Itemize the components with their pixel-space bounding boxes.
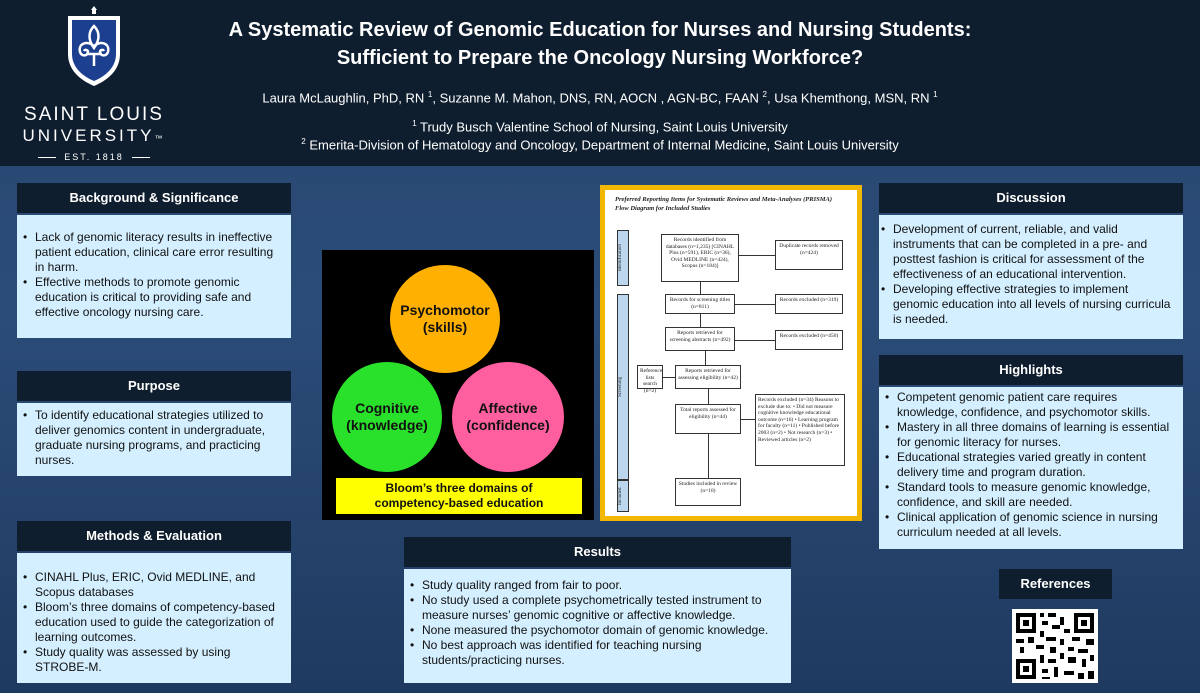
flow-connector bbox=[739, 255, 775, 256]
box-eligibility: Reports retrieved for assessing eligibil… bbox=[675, 365, 741, 389]
highlights-body: Competent genomic patient care requires … bbox=[879, 387, 1183, 549]
list-item: Developing effective strategies to imple… bbox=[881, 282, 1175, 327]
cognitive-circle: Cognitive(knowledge) bbox=[332, 362, 442, 472]
discussion-heading: Discussion bbox=[879, 183, 1183, 213]
list-item: To identify educational strategies utili… bbox=[23, 408, 281, 468]
bloom-domains-diagram: Psychomotor(skills) Cognitive(knowledge)… bbox=[322, 250, 594, 520]
stage-identification: Identification bbox=[617, 230, 629, 286]
logo-name-line1: SAINT LOUIS bbox=[24, 104, 164, 125]
box-screening-titles: Records for screening titles (n=811) bbox=[665, 294, 735, 314]
title-line2: Sufficient to Prepare the Oncology Nursi… bbox=[336, 47, 864, 69]
list-item: Clinical application of genomic science … bbox=[885, 510, 1175, 540]
references-qr-code[interactable] bbox=[1012, 609, 1098, 683]
box-excluded-3: Records excluded (n=34) Reasons to exclu… bbox=[755, 394, 845, 466]
results-body: Study quality ranged from fair to poor. … bbox=[404, 569, 791, 683]
references-heading: References bbox=[999, 569, 1112, 599]
prisma-frame: Preferred Reporting Items for Systematic… bbox=[600, 185, 862, 521]
list-item: No best approach was identified for teac… bbox=[410, 638, 783, 668]
author-3-affil: 1 bbox=[933, 90, 938, 99]
list-item: Study quality ranged from fair to poor. bbox=[410, 578, 783, 593]
methods-heading: Methods & Evaluation bbox=[17, 521, 291, 551]
flow-connector bbox=[735, 304, 775, 305]
flow-connector bbox=[708, 434, 709, 478]
author-2: , Suzanne M. Mahon, DNS, RN, AOCN , AGN-… bbox=[432, 90, 763, 106]
methods-body: CINAHL Plus, ERIC, Ovid MEDLINE, and Sco… bbox=[17, 553, 291, 683]
prisma-title: Preferred Reporting Items for Systematic… bbox=[615, 196, 833, 212]
poster-title: A Systematic Review of Genomic Education… bbox=[200, 16, 1000, 72]
purpose-heading: Purpose bbox=[17, 371, 291, 401]
psychomotor-circle: Psychomotor(skills) bbox=[390, 265, 500, 373]
list-item: Educational strategies varied greatly in… bbox=[885, 450, 1175, 480]
results-heading: Results bbox=[404, 537, 791, 567]
discussion-body: Development of current, reliable, and va… bbox=[879, 215, 1183, 339]
logo-name-line2: UNIVERSITY™ bbox=[22, 126, 166, 145]
poster-header: SAINT LOUIS UNIVERSITY™ EST. 1818 A Syst… bbox=[0, 0, 1200, 166]
affective-circle: Affective(confidence) bbox=[452, 362, 564, 472]
slu-logo: SAINT LOUIS UNIVERSITY™ EST. 1818 bbox=[14, 6, 174, 162]
author-list: Laura McLaughlin, PhD, RN 1, Suzanne M. … bbox=[200, 90, 1000, 105]
list-item: Study quality was assessed by using STRO… bbox=[23, 645, 283, 675]
list-item: Mastery in all three domains of learning… bbox=[885, 420, 1175, 450]
logo-established: EST. 1818 bbox=[14, 152, 174, 162]
box-included: Studies included in review (n=10) bbox=[675, 478, 741, 506]
flow-connector bbox=[663, 377, 675, 378]
qr-code-icon bbox=[1016, 613, 1094, 679]
list-item: Development of current, reliable, and va… bbox=[881, 222, 1175, 282]
stage-screening: Screening bbox=[617, 294, 629, 480]
box-duplicates: Duplicate records removed (n=424) bbox=[775, 240, 843, 270]
flow-connector bbox=[741, 419, 755, 420]
author-2-affil: 2 bbox=[762, 90, 767, 99]
affiliation-2: 2 Emerita-Division of Hematology and Onc… bbox=[301, 137, 899, 153]
flow-connector bbox=[735, 340, 775, 341]
box-reference-search: Reference lists search (n=2) bbox=[637, 365, 663, 394]
highlights-heading: Highlights bbox=[879, 355, 1183, 385]
list-item: Lack of genomic literacy results in inef… bbox=[23, 230, 281, 275]
list-item: Standard tools to measure genomic knowle… bbox=[885, 480, 1175, 510]
flow-connector bbox=[700, 314, 701, 327]
box-assessed: Total reports assessed for eligibility (… bbox=[675, 404, 741, 434]
list-item: CINAHL Plus, ERIC, Ovid MEDLINE, and Sco… bbox=[23, 570, 283, 600]
list-item: Effective methods to promote genomic edu… bbox=[23, 275, 281, 320]
title-line1: A Systematic Review of Genomic Education… bbox=[228, 19, 972, 41]
background-body: Lack of genomic literacy results in inef… bbox=[17, 215, 291, 338]
list-item: Bloom’s three domains of competency-base… bbox=[23, 600, 283, 645]
flow-connector bbox=[705, 351, 706, 365]
prisma-flow-diagram: Preferred Reporting Items for Systematic… bbox=[605, 190, 857, 516]
flow-connector bbox=[700, 282, 701, 294]
stage-included: Included bbox=[617, 480, 629, 512]
affiliation-1: 1 Trudy Busch Valentine School of Nursin… bbox=[412, 119, 788, 135]
author-1: Laura McLaughlin, PhD, RN bbox=[262, 90, 428, 106]
author-1-affil: 1 bbox=[427, 90, 433, 99]
background-heading: Background & Significance bbox=[17, 183, 291, 213]
list-item: No study used a complete psychometricall… bbox=[410, 593, 783, 623]
list-item: None measured the psychomotor domain of … bbox=[410, 623, 783, 638]
box-excluded-1: Records excluded (n=319) bbox=[775, 294, 843, 314]
purpose-body: To identify educational strategies utili… bbox=[17, 403, 291, 476]
box-identified: Records identified from databases (n=1,2… bbox=[661, 234, 739, 282]
box-abstracts: Reports retrieved for screening abstract… bbox=[665, 327, 735, 351]
flow-connector bbox=[708, 389, 709, 404]
list-item: Competent genomic patient care requires … bbox=[885, 390, 1175, 420]
fleur-de-lis-shield-icon bbox=[68, 6, 120, 86]
author-3: , Usa Khemthong, MSN, RN bbox=[766, 90, 934, 106]
box-excluded-2: Records excluded (n=450) bbox=[775, 330, 843, 350]
